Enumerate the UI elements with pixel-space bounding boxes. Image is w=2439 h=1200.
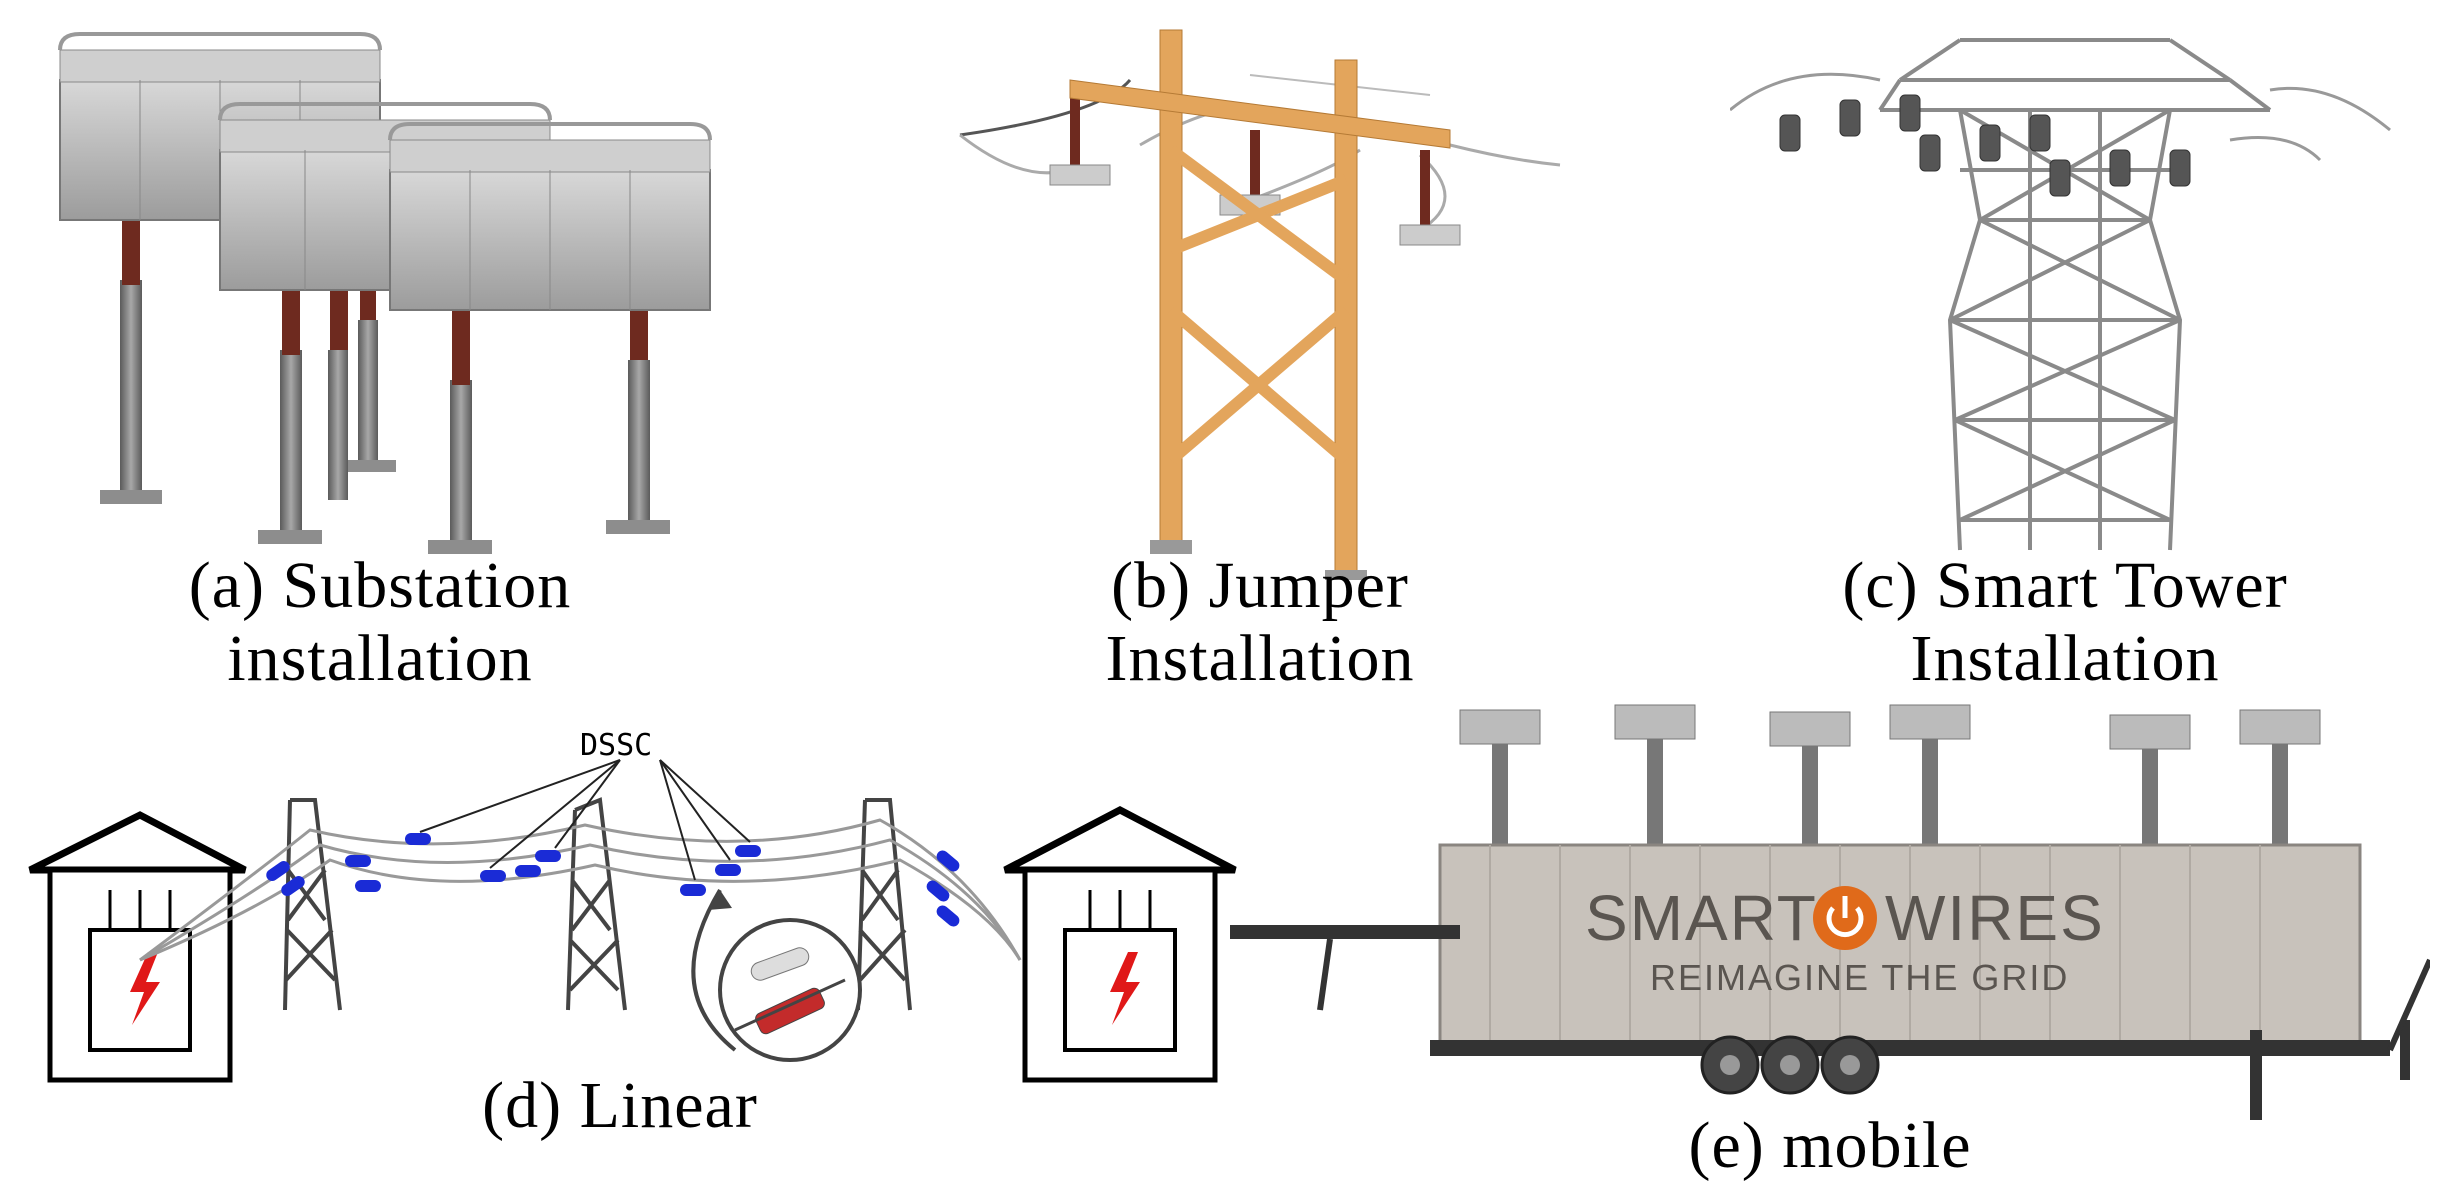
caption-jumper: (b) Jumper Installation <box>1105 549 1415 695</box>
substation-unit-3 <box>388 122 712 554</box>
substation-house-left <box>28 811 247 1083</box>
dssc-label: DSSC <box>580 728 652 763</box>
mobile-devices <box>1459 704 2321 859</box>
trailer-tongue <box>1230 925 1460 939</box>
dssc-zoom-callout <box>691 888 862 1062</box>
panel-mobile: SMART WIRES REIMAGINE THE GRID (e) mobil… <box>1230 700 2430 1200</box>
dssc-devices <box>266 833 960 927</box>
brand-wires: WIRES <box>1885 882 2105 954</box>
substation-house-right <box>1003 806 1237 1083</box>
mobile-trailer-illustration: SMART WIRES REIMAGINE THE GRID <box>1230 704 2430 1120</box>
panel-linear: DSSC (d) Linear <box>20 720 1240 1200</box>
caption-linear: (d) Linear <box>482 1069 758 1142</box>
lattice-tower-illustration <box>1730 38 2391 551</box>
caption-mobile: (e) mobile <box>1688 1109 1972 1182</box>
substation-illustration <box>58 32 712 554</box>
container-body <box>1438 843 2362 1047</box>
caption-substation: (a) Substation installation <box>188 549 572 695</box>
caption-smart-tower: (c) Smart Tower Installation <box>1842 549 2288 695</box>
panel-jumper: (b) Jumper Installation <box>950 20 1570 720</box>
brand-smart: SMART <box>1585 882 1818 954</box>
linear-installation-diagram: DSSC <box>28 728 1237 1083</box>
wooden-pole-illustration <box>959 29 1561 580</box>
brand-tagline: REIMAGINE THE GRID <box>1650 957 2069 998</box>
panel-smart-tower: (c) Smart Tower Installation <box>1730 20 2400 720</box>
panel-substation: (a) Substation installation <box>40 20 720 720</box>
